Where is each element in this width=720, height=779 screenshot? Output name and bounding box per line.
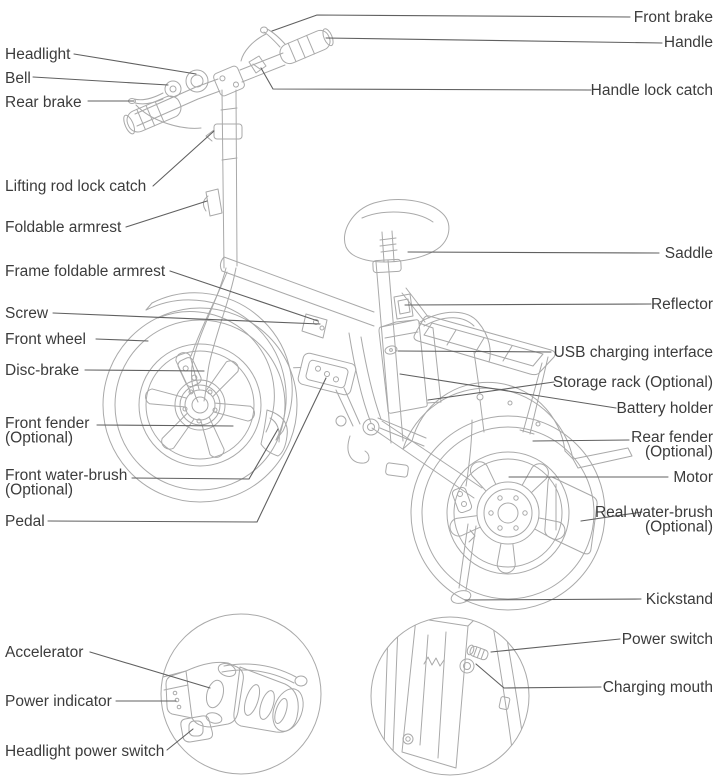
power-indicator-housing — [165, 670, 193, 719]
leader-screw — [52, 312, 321, 325]
front-brake-lever-drawing — [260, 26, 286, 48]
bike-artwork — [102, 26, 633, 776]
frame-hinge-drawing — [301, 313, 328, 339]
stem-clamp — [213, 65, 245, 97]
brake-lever-close-up — [221, 663, 308, 687]
rear-fender-drawing — [402, 381, 633, 469]
handle-lock-catch-drawing — [248, 55, 267, 74]
leader-rear-fender — [532, 439, 630, 442]
leader-front-wheel — [95, 338, 149, 342]
label-handle: Handle — [664, 34, 713, 51]
foldable-armrest-drawing — [202, 188, 223, 217]
label-saddle: Saddle — [665, 245, 713, 262]
leader-lines — [32, 14, 669, 751]
label-rear-fender: Rear fender(Optional) — [631, 429, 713, 461]
label-bell: Bell — [5, 70, 31, 87]
battery-holder-detail-circle — [370, 616, 530, 776]
label-accelerator: Accelerator — [5, 644, 83, 661]
label-motor: Motor — [673, 469, 713, 486]
front-water-brush-drawing — [260, 409, 288, 457]
label-frame-foldable-armrest: Frame foldable armrest — [5, 263, 166, 280]
label-battery-holder: Battery holder — [617, 400, 714, 417]
label-screw: Screw — [5, 305, 49, 322]
label-pedal: Pedal — [5, 513, 45, 530]
battery-latch — [498, 696, 511, 711]
leader-front-water-brush — [131, 428, 279, 480]
front-fender-drawing — [145, 292, 293, 441]
right-grip — [279, 28, 334, 65]
leader-charging-mouth — [475, 663, 602, 689]
label-disc-brake: Disc-brake — [5, 362, 79, 379]
headlight-power-switch-drawing — [180, 715, 213, 743]
rear-caliper-drawing — [451, 419, 473, 514]
front-wheel-drawing — [102, 307, 298, 503]
label-power-indicator: Power indicator — [5, 693, 112, 710]
leader-real-water-brush — [580, 511, 643, 522]
leader-battery-holder — [399, 373, 617, 409]
label-power-switch: Power switch — [622, 631, 713, 648]
saddle-drawing — [344, 199, 450, 274]
leader-disc-brake — [84, 369, 205, 372]
leader-foldable-armrest — [125, 200, 208, 228]
leader-saddle — [407, 251, 660, 254]
rear-brake-lever-drawing — [128, 92, 164, 105]
label-handle-lock-catch: Handle lock catch — [591, 82, 713, 99]
motor-drawing — [476, 481, 540, 545]
label-real-water-brush: Real water-brush(Optional) — [595, 504, 713, 536]
crank-drawing — [335, 387, 409, 478]
charging-mouth-drawing — [459, 658, 475, 674]
bell-drawing — [164, 80, 182, 98]
left-grip — [123, 95, 182, 135]
label-foldable-armrest: Foldable armrest — [5, 219, 122, 236]
label-front-water-brush: Front water-brush(Optional) — [5, 467, 127, 499]
leader-front-brake — [271, 14, 631, 32]
accelerator-drawing — [185, 661, 244, 728]
usb-port-drawing — [384, 345, 398, 355]
frame-drawing — [219, 256, 483, 499]
rear-water-brush-drawing — [544, 476, 598, 555]
label-usb-charging-interface: USB charging interface — [554, 344, 713, 361]
leader-frame-foldable-armrest — [169, 270, 319, 322]
grip-close-up — [233, 666, 304, 733]
label-reflector: Reflector — [651, 296, 713, 313]
leader-accelerator — [89, 651, 211, 689]
rear-wheel-drawing — [410, 415, 606, 611]
leader-lifting-rod-lock-catch — [152, 130, 215, 187]
leader-usb-charging-interface — [397, 350, 552, 353]
leader-handle-lock-catch — [260, 67, 592, 91]
kickstand-drawing — [450, 523, 477, 604]
label-front-wheel: Front wheel — [5, 331, 86, 348]
reflector-drawing — [393, 293, 414, 320]
label-front-fender: Front fender(Optional) — [5, 415, 89, 447]
leader-storage-rack — [427, 381, 555, 401]
leader-pedal — [47, 377, 327, 523]
label-headlight-power-switch: Headlight power switch — [5, 743, 164, 760]
leader-power-switch — [490, 638, 621, 653]
label-front-brake: Front brake — [634, 9, 713, 26]
pedal-drawing — [293, 352, 357, 396]
leader-headlight — [73, 53, 197, 75]
handlebar-drawing — [123, 26, 334, 135]
leader-headlight-power-switch — [166, 728, 194, 751]
battery-close-up — [401, 617, 477, 769]
headlight-drawing — [185, 69, 209, 93]
throttle-detail-circle — [160, 613, 322, 775]
leader-handle — [325, 37, 663, 44]
leader-front-fender — [96, 424, 234, 427]
disc-brake-drawing — [174, 271, 228, 431]
label-kickstand: Kickstand — [646, 591, 713, 608]
power-switch-drawing — [466, 644, 489, 661]
label-rear-brake: Rear brake — [5, 94, 82, 111]
label-charging-mouth: Charging mouth — [603, 679, 713, 696]
storage-rack-drawing — [401, 287, 556, 435]
leader-kickstand — [464, 598, 642, 601]
leader-reflector — [404, 303, 652, 306]
label-lifting-rod-lock-catch: Lifting rod lock catch — [5, 178, 146, 195]
label-storage-rack: Storage rack (Optional) — [553, 374, 713, 391]
label-headlight: Headlight — [5, 46, 71, 63]
leader-bell — [32, 76, 169, 86]
battery-drawing — [378, 311, 491, 414]
